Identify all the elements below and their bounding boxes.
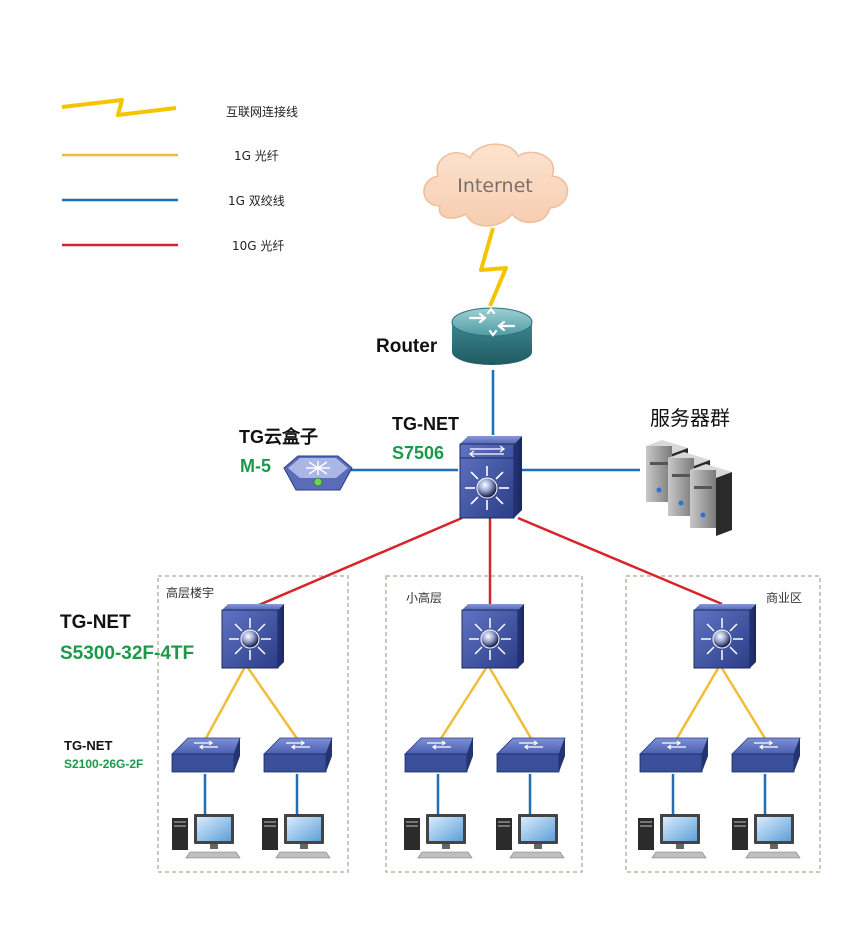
core-switch-side: [514, 436, 522, 518]
core-switch[interactable]: TG-NET S7506: [392, 414, 522, 519]
aggregation-switch-2[interactable]: [461, 604, 524, 669]
legend-label-internet-link: 互联网连接线: [226, 104, 298, 119]
link-agg1-access-b: [244, 664, 300, 741]
server-icon-3: [690, 464, 732, 536]
link-core-agg-1: [251, 516, 463, 610]
pc-icon[interactable]: [262, 814, 331, 859]
aggregation-switch-3[interactable]: [693, 604, 756, 669]
pc-icon[interactable]: [172, 814, 241, 859]
internet-link: [479, 227, 508, 307]
connections: [203, 227, 768, 814]
router[interactable]: Router: [376, 307, 533, 365]
legend-label-10g-fiber: 10G 光纤: [232, 239, 284, 253]
router-top: [451, 307, 533, 337]
internet-label: Internet: [457, 175, 532, 197]
cloudbox[interactable]: TG云盒子 M-5: [239, 426, 353, 491]
router-label: Router: [376, 336, 438, 357]
router-arrows-icon: [468, 307, 516, 337]
link-agg3-access-b: [718, 664, 768, 741]
link-agg2-access-b: [486, 664, 534, 741]
pc-icon[interactable]: [732, 814, 801, 859]
access-switch-3[interactable]: [404, 737, 474, 773]
access-switch-6[interactable]: [731, 737, 801, 773]
link-agg3-access-a: [674, 664, 722, 741]
zone-box-high-rise: [157, 575, 349, 873]
access-switch-5[interactable]: [639, 737, 709, 773]
cloudbox-hub-icon: [306, 461, 330, 475]
access-brand-label: TG-NET: [64, 738, 112, 753]
zone-label-high-rise: 高层楼宇: [166, 585, 214, 600]
link-agg2-access-a: [438, 664, 490, 741]
link-core-agg-3: [517, 516, 723, 606]
zone-label-mid-rise: 小高层: [406, 590, 442, 605]
zone-label-commercial: 商业区: [766, 590, 802, 605]
legend-label-1g-utp: 1G 双绞线: [228, 193, 285, 208]
cloudbox-name-label: TG云盒子: [239, 426, 318, 447]
legend-internet-link-icon: [61, 98, 177, 117]
agg-hub-icon: [712, 629, 732, 649]
access-switch-4[interactable]: [496, 737, 566, 773]
pc-row: [172, 814, 801, 859]
core-switch-arrows-icon: [468, 445, 506, 458]
cloud-icon: [423, 143, 569, 227]
core-brand-label: TG-NET: [392, 414, 459, 434]
core-switch-top: [460, 436, 522, 444]
agg-hub-icon: [240, 629, 260, 649]
access-switch-arrows-icon: [194, 740, 218, 750]
internet-cloud: Internet: [423, 143, 569, 227]
legend: 互联网连接线 1G 光纤 1G 双绞线 10G 光纤: [61, 98, 298, 253]
aggregation-brand-label: TG-NET: [60, 612, 131, 633]
server-farm[interactable]: 服务器群: [646, 406, 732, 536]
access-switch-1[interactable]: [171, 737, 241, 773]
legend-label-1g-fiber: 1G 光纤: [234, 149, 279, 163]
aggregation-model-label: S5300-32F-4TF: [60, 643, 194, 664]
pc-icon[interactable]: [496, 814, 565, 859]
link-agg1-access-a: [203, 664, 248, 741]
cloudbox-model-label: M-5: [240, 456, 271, 476]
pc-icon[interactable]: [638, 814, 707, 859]
core-model-label: S7506: [392, 443, 444, 463]
access-switch-2[interactable]: [263, 737, 333, 773]
pc-icon[interactable]: [404, 814, 473, 859]
aggregation-switch-1[interactable]: [221, 604, 284, 669]
agg-hub-icon: [480, 629, 500, 649]
access-model-label: S2100-26G-2F: [64, 757, 143, 771]
servers-label: 服务器群: [650, 406, 730, 430]
core-switch-hub-icon: [476, 477, 498, 499]
zone-box-mid-rise: [385, 575, 583, 873]
